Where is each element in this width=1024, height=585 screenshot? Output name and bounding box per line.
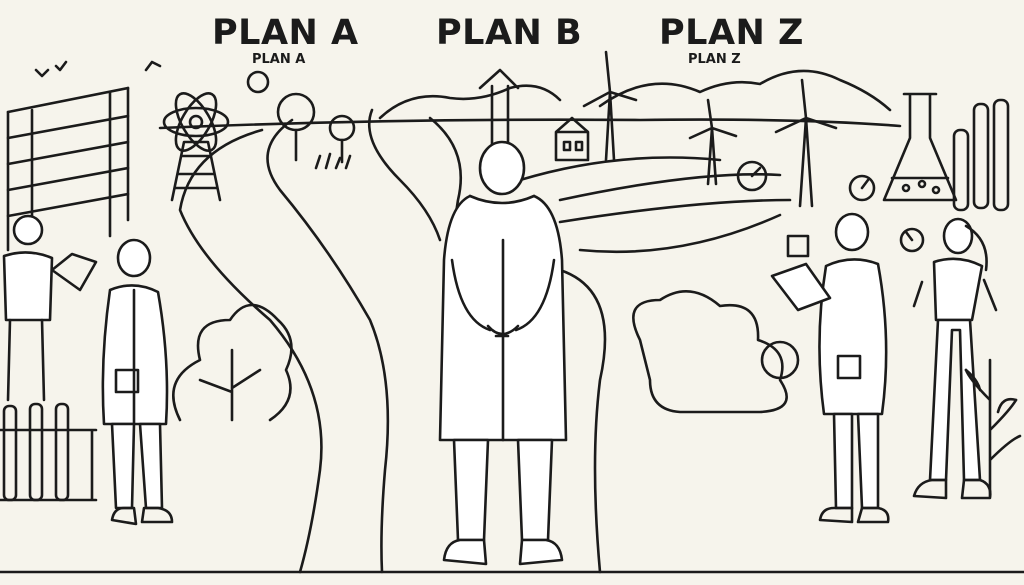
hills bbox=[378, 69, 892, 120]
wind-turbine-icon bbox=[582, 50, 838, 208]
shelf-rack bbox=[6, 86, 130, 252]
plan-z-heading: PLAN Z bbox=[659, 13, 804, 53]
up-arrow-icon bbox=[478, 68, 520, 152]
left-assistant bbox=[2, 214, 98, 402]
right-woman bbox=[912, 217, 998, 500]
forking-roads bbox=[178, 108, 792, 574]
flask-icon bbox=[882, 92, 958, 202]
left-scientist bbox=[101, 238, 174, 526]
plan-a-heading: PLAN A bbox=[212, 13, 359, 53]
atom-icon bbox=[162, 92, 230, 202]
test-tube-icon bbox=[0, 98, 1010, 502]
central-scientist bbox=[438, 140, 568, 566]
gauge-icon bbox=[736, 160, 925, 258]
birds bbox=[34, 60, 162, 78]
bushes bbox=[172, 290, 800, 422]
plan-z-subheading: PLAN Z bbox=[688, 52, 741, 67]
plan-b-heading: PLAN B bbox=[436, 13, 583, 53]
plant-right bbox=[964, 358, 1022, 498]
right-scientist bbox=[770, 212, 890, 524]
trees-left bbox=[246, 70, 356, 170]
farmhouse bbox=[554, 116, 590, 162]
plan-a-subheading: PLAN A bbox=[252, 52, 306, 67]
